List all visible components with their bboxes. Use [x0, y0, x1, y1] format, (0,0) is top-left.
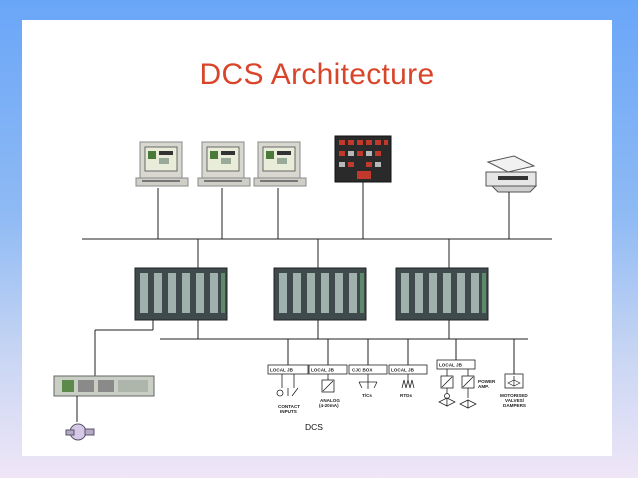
slide: DCS Architecture	[22, 20, 612, 456]
slide-title: DCS Architecture	[199, 58, 435, 91]
local-jb-label-5: LOCAL JB	[439, 363, 463, 368]
controller-rack-1	[134, 267, 228, 321]
controller-rack-3	[395, 267, 489, 321]
controller-rack-2	[273, 267, 367, 321]
field-io-bus	[94, 320, 528, 376]
analog-label-line1: ANALOG	[320, 398, 340, 403]
motorised-valves-label-line2: VALVES/	[505, 398, 525, 403]
operator-workstation-1	[135, 141, 189, 187]
field-device-thermocouples: CJC BOX T/Cs	[348, 364, 388, 398]
field-device-rtds: LOCAL JB RTDs	[388, 364, 428, 398]
operator-workstation-3	[253, 141, 307, 187]
printer	[485, 155, 538, 193]
motorised-valves-label-line1: MOTORISED	[500, 393, 528, 398]
local-jb-label-2: LOCAL JB	[311, 368, 335, 373]
operator-workstation-2	[197, 141, 251, 187]
pump-icon	[65, 396, 95, 441]
field-device-analog: LOCAL JB ANALOG (4-20mA)	[308, 364, 348, 408]
field-device-motorised-valves: MOTORISED VALVES/ DAMPERS	[500, 373, 528, 408]
local-jb-label-1: LOCAL JB	[270, 368, 294, 373]
rtds-label: RTDs	[400, 393, 412, 398]
cjc-box-label: CJC BOX	[352, 368, 373, 373]
analog-label-line2: (4-20mA)	[319, 403, 339, 408]
power-amp-label-line1: POWER	[478, 379, 496, 384]
motorised-valves-label-line3: DAMPERS	[503, 403, 526, 408]
control-network-bus	[82, 182, 552, 268]
power-amp-label-line2: AMP.	[478, 384, 489, 389]
thermocouples-label: T/Cs	[362, 393, 372, 398]
contact-inputs-label-line1: CONTACT	[278, 404, 300, 409]
remote-io-module	[53, 375, 155, 397]
control-panel-display	[334, 135, 392, 183]
diagram-caption: DCS	[305, 422, 323, 432]
local-jb-label-4: LOCAL JB	[391, 368, 415, 373]
field-device-contact-inputs: LOCAL JB CONTACT INPUTS	[267, 364, 309, 414]
dcs-diagram: LOCAL JB CONTACT INPUTS LOCAL JB ANALOG …	[53, 135, 552, 441]
field-device-power-amp: LOCAL JB POWER AMP.	[436, 359, 496, 409]
contact-inputs-label-line2: INPUTS	[280, 409, 297, 414]
